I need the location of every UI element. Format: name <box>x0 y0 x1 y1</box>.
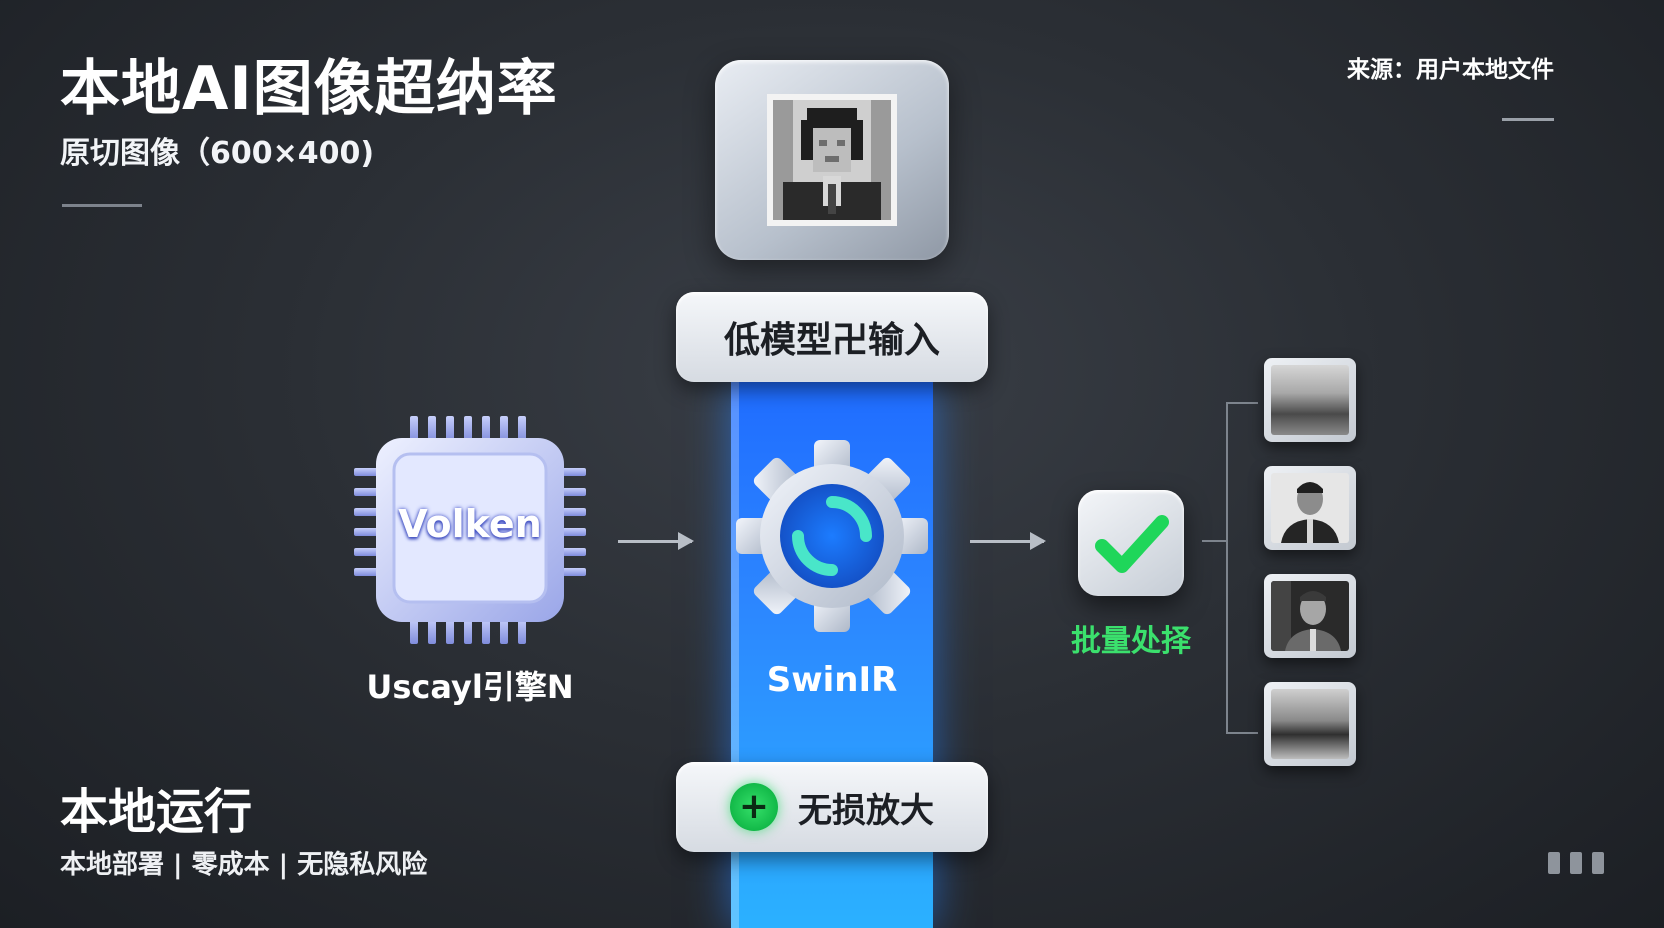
indicator-bar <box>1548 852 1560 874</box>
output-label: 无损放大 <box>798 790 934 831</box>
slide-indicator <box>1548 852 1604 874</box>
arrow-right-icon <box>618 532 694 550</box>
output-label-pill: + 无损放大 <box>676 762 988 852</box>
source-label: 来源：用户本地文件 <box>1347 57 1554 83</box>
input-label-pill: 低模型卍输入 <box>676 292 988 382</box>
landscape-thumb <box>1271 365 1349 435</box>
portrait-thumb <box>1271 581 1349 651</box>
street-thumb <box>1271 689 1349 759</box>
arrow-right-icon <box>970 532 1046 550</box>
indicator-bar <box>1570 852 1582 874</box>
engine-label: Uscayl引擎N <box>366 668 574 706</box>
chip-text: Volken <box>398 502 542 546</box>
beam-highlight <box>731 380 739 928</box>
model-label: SwinIR <box>766 660 898 700</box>
chip-icon <box>354 416 586 644</box>
footer-description: 本地部署 | 零成本 | 无隐私风险 <box>60 850 428 880</box>
portrait-image <box>773 100 891 220</box>
output-thumbnail <box>1264 358 1356 442</box>
page-title: 本地AI图像超纳率 <box>60 54 558 124</box>
output-thumbnail <box>1264 574 1356 658</box>
engine-chip: Volken <box>354 416 586 644</box>
divider <box>1502 118 1554 121</box>
input-label: 低模型卍输入 <box>723 320 940 361</box>
footer-title: 本地运行 <box>60 784 253 840</box>
portrait-thumb <box>1271 473 1349 543</box>
bracket-connector <box>1202 540 1226 542</box>
plus-icon: + <box>730 783 778 831</box>
output-thumbnail <box>1264 682 1356 766</box>
input-image-card <box>715 60 949 260</box>
batch-check-tile <box>1078 490 1184 596</box>
output-thumbnail <box>1264 466 1356 550</box>
gear-icon <box>736 440 928 632</box>
output-bracket <box>1226 402 1258 734</box>
batch-label: 批量处择 <box>1071 624 1191 659</box>
page-subtitle: 原切图像（600×400) <box>60 136 375 171</box>
indicator-bar <box>1592 852 1604 874</box>
checkmark-icon <box>1095 515 1169 573</box>
pixelated-portrait <box>767 94 897 226</box>
divider <box>62 204 142 207</box>
